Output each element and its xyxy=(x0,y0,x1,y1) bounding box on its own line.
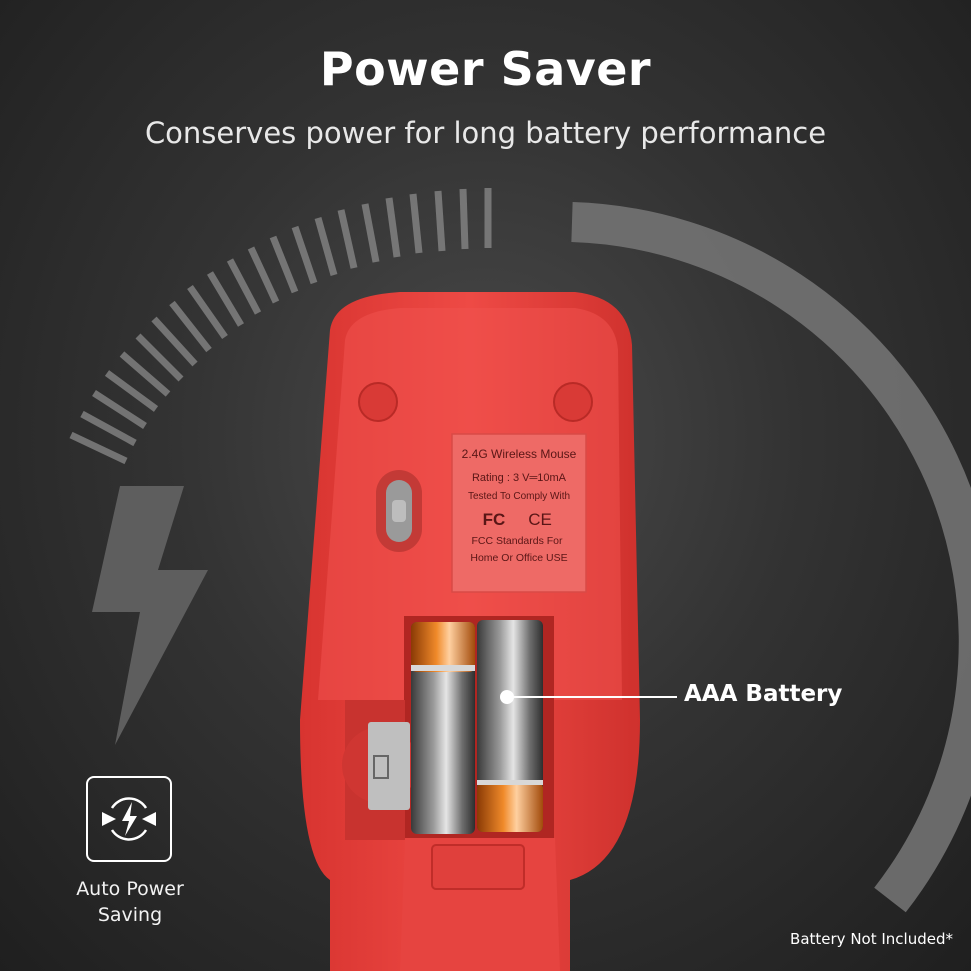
sticker-line2: Rating : 3 V═10mA xyxy=(472,472,567,484)
page-title: Power Saver xyxy=(319,42,652,96)
aaa-battery-1 xyxy=(411,622,475,834)
label-sticker: 2.4G Wireless Mouse Rating : 3 V═10mA Te… xyxy=(451,433,587,593)
sticker-line5: Home Or Office USE xyxy=(470,552,567,564)
feature-label-line2: Saving xyxy=(97,904,163,926)
sticker-line4: FCC Standards For xyxy=(471,535,563,547)
sticker-line3: Tested To Comply With xyxy=(468,491,570,502)
auto-power-saving-icon xyxy=(86,776,172,862)
sticker-line1: 2.4G Wireless Mouse xyxy=(462,447,577,461)
aaa-battery-2 xyxy=(477,620,543,832)
feature-label-line1: Auto Power xyxy=(76,878,184,900)
gauge-ticks xyxy=(69,188,492,465)
ce-logo: CE xyxy=(528,510,552,529)
gauge-arc xyxy=(571,202,971,913)
lightning-bolt-icon xyxy=(92,486,208,745)
feature-label: Auto Power Saving xyxy=(60,876,200,928)
fcc-logo: FC xyxy=(483,510,506,529)
page-subtitle: Conserves power for long battery perform… xyxy=(144,116,827,150)
battery-disclaimer: Battery Not Included* xyxy=(790,930,953,948)
aaa-battery-label: AAA Battery xyxy=(684,681,843,707)
